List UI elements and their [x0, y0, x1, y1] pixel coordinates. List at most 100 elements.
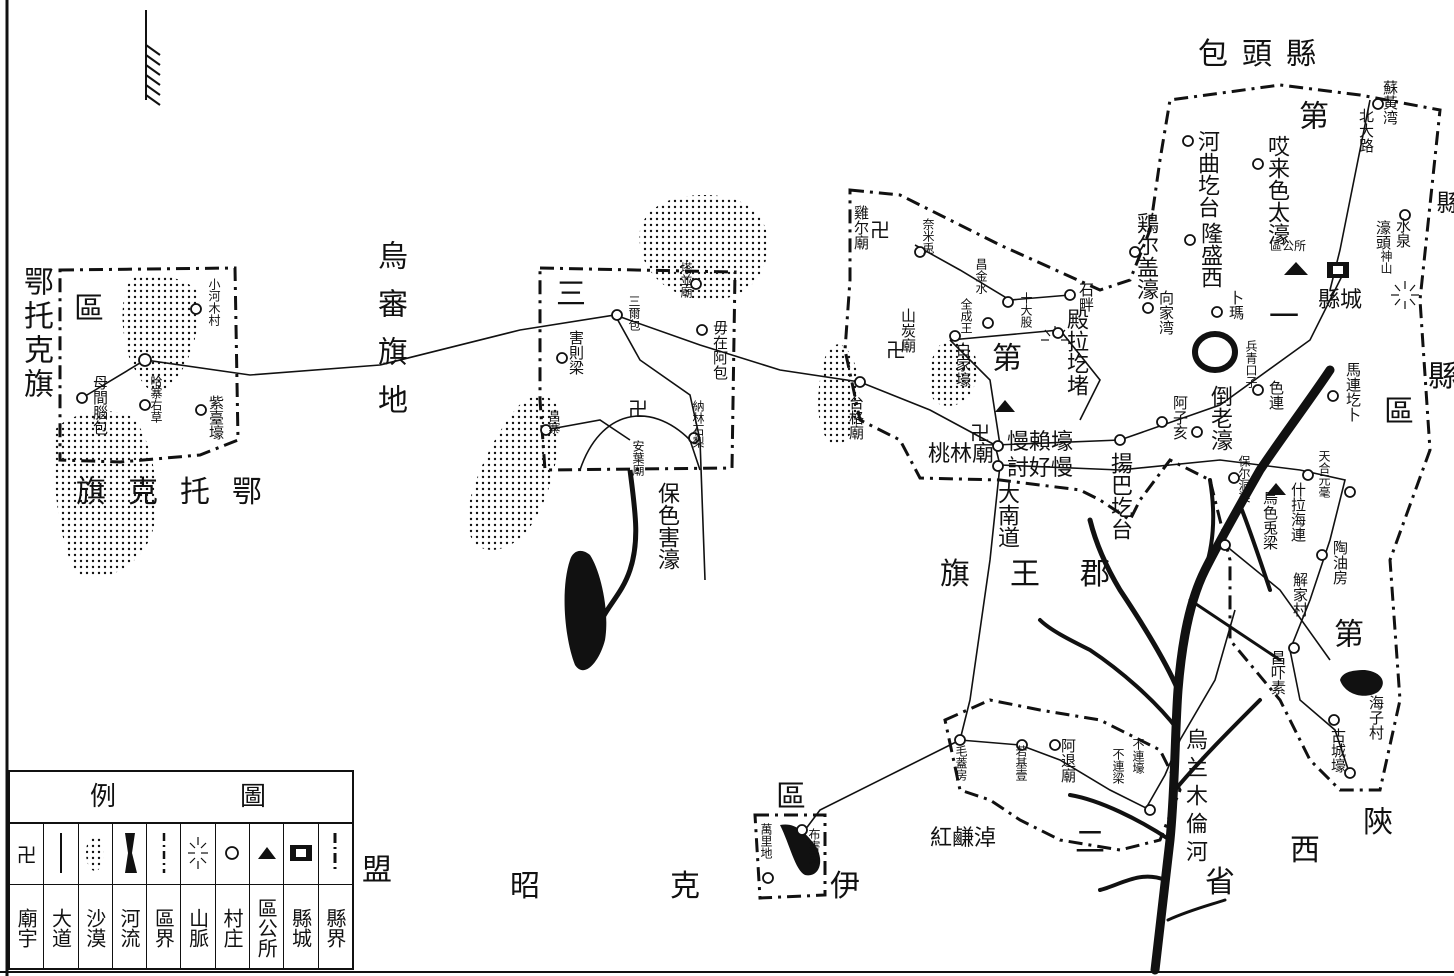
village-markers [76, 98, 1411, 884]
place-label: 揚巴圪台 [1107, 452, 1132, 540]
legend-item-temple: 卍 廟宇 [10, 822, 45, 968]
village-icon [215, 822, 250, 885]
place-label: 鶏尔盖濠 [1133, 212, 1158, 300]
place-label: 萬里地 [759, 823, 773, 859]
county-seat-label: 縣城 [1318, 288, 1363, 313]
legend-item-county-boundary: 縣界 [318, 822, 352, 968]
place-label: 古城壕 [1329, 728, 1347, 773]
place-label: 塔並廟 [679, 262, 693, 298]
district-ne-label: 區 [1378, 395, 1413, 439]
svg-text:卍: 卍 [886, 338, 906, 362]
river-wulanmulun [1038, 365, 1335, 975]
legend-item-desert: 沙漠 [78, 822, 113, 968]
place-label: 保尔洞梁 [1237, 455, 1251, 503]
third-district-num: 三 [556, 277, 600, 312]
place-label: 昌金水 [974, 258, 988, 294]
district-boundaries [58, 83, 1442, 900]
legend-title: 例 圖 [10, 772, 352, 824]
place-label: 山炭廟 [899, 308, 917, 353]
desert-icon [78, 822, 112, 885]
office-label: 區公所 [1270, 239, 1307, 253]
shaanxi-b-label: 西 [1290, 833, 1334, 868]
place-label: 台格廟 [847, 395, 865, 440]
junwang-banner-label: 郡王旗 [940, 557, 1150, 592]
place-label: 討好慢 [1007, 456, 1074, 481]
place-label: 慢賴壕 [1007, 430, 1074, 455]
mountain-icon [1041, 281, 1419, 341]
place-label: 神山 [1379, 250, 1393, 274]
legend-item-river: 河流 [112, 822, 148, 968]
place-label: 哎来色太濠 [1264, 135, 1289, 245]
mountain-icon [181, 822, 215, 885]
river-icon [112, 822, 147, 885]
legend-item-road: 大道 [44, 822, 79, 968]
hatch-mark-icon [145, 10, 161, 106]
place-label: 布害兎 [807, 828, 821, 864]
place-label: 烏色兎梁 [1261, 490, 1279, 550]
district-w-label: 區 [68, 292, 103, 336]
lake-icon [1192, 331, 1238, 373]
place-label: 三爾包 [627, 295, 641, 331]
road-icon [44, 822, 78, 885]
county-seat-icon [1327, 262, 1349, 278]
county-boundary-icon [318, 822, 352, 885]
place-label: 濠頭 [1374, 220, 1392, 250]
temple-icon: 卍 [10, 822, 44, 885]
county-seat-icon [284, 822, 318, 885]
district-boundary-icon [147, 822, 181, 885]
place-label: 倒老濠 [1207, 385, 1232, 451]
ordos-south-label: 鄂托克旗 [76, 475, 284, 510]
meng-label: 盟 [362, 853, 406, 888]
place-label: 向家湾 [1157, 290, 1175, 335]
ikezhao-label: 伊克昭 [510, 869, 990, 904]
place-label: 十大股 [1019, 292, 1033, 328]
place-label: 毋在阿包 [711, 320, 729, 380]
place-label: 石畔 [1077, 282, 1095, 312]
place-label: 白家壕 [954, 342, 972, 387]
legend-item-village: 村庄 [215, 822, 251, 968]
place-label: 不連梁 [1111, 748, 1125, 784]
place-label: 兵青口子 [1244, 340, 1258, 388]
place-label: 阿退廟 [1059, 738, 1077, 783]
place-label: 全成王 [959, 298, 973, 334]
place-label: 昌寨 [547, 410, 561, 434]
place-label: 什拉海連 [1289, 482, 1307, 542]
first-district-mark: 第 [1293, 100, 1328, 144]
first-district-num: 一 [1263, 300, 1298, 344]
place-label: 海子村 [1367, 695, 1385, 740]
wushen-banner-label: 烏審旗地 [372, 240, 407, 432]
shaanxi-a-label: 陝 [1363, 805, 1407, 840]
place-label: 河曲圪台 [1194, 130, 1219, 218]
temple-markers: 卍 卍 卍 卍 [628, 218, 990, 445]
place-label: 解家村 [1291, 572, 1309, 617]
place-label: 馬連圪卜 [1344, 362, 1362, 422]
lake-label: 紅鹻淖 [930, 826, 997, 851]
place-label: 小河木村 [207, 278, 221, 326]
place-label: 殿拉圪堵 [1063, 308, 1088, 396]
place-label: 阿子亥 [1171, 395, 1189, 440]
river-baose [564, 469, 1383, 876]
place-label: 紫臺壕 [207, 395, 225, 440]
place-label: 毛蓋房 [954, 745, 968, 781]
legend-title-right: 圖 [240, 782, 267, 812]
place-label: 哈寨右草 [149, 375, 163, 423]
county-label-east: 縣 [1422, 360, 1454, 404]
place-label: 奈米兎 [921, 218, 935, 254]
legend-item-district-boundary: 區界 [147, 822, 182, 968]
legend: 例 圖 卍 廟宇 大道 沙漠 河流 區界 山脈 村庄 [8, 770, 354, 970]
legend-item-county-seat: 縣城 [284, 822, 319, 968]
place-label: 卜瑪 [1227, 290, 1245, 320]
second-district-num: 二 [1075, 825, 1119, 860]
place-label: 保色害濠 [654, 482, 679, 570]
legend-item-mountain: 山脈 [181, 822, 216, 968]
district-sw-label: 區 [770, 780, 805, 824]
svg-text:卍: 卍 [970, 421, 990, 445]
place-label: 色連 [1267, 380, 1285, 410]
place-label: 桃林廟 [928, 442, 995, 467]
county-label-fringe: 縣 [1432, 190, 1454, 228]
place-label: 北大路 [1357, 108, 1375, 153]
shaanxi-c-label: 省 [1205, 865, 1249, 900]
place-label: 水泉 [1394, 218, 1412, 248]
third-district-mark: 第 [986, 342, 1021, 386]
